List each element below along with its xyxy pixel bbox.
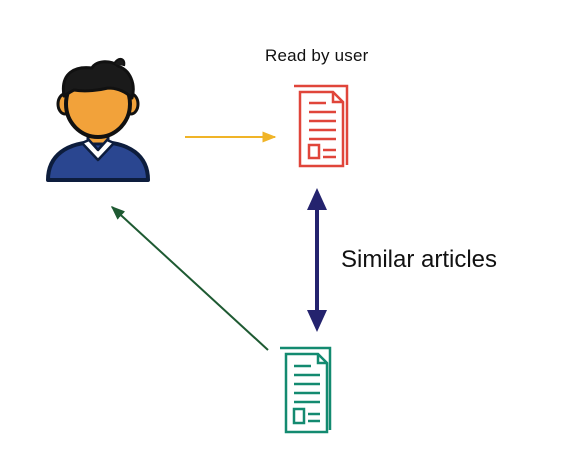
read-document-icon (294, 84, 349, 168)
similar-articles-arrow (307, 188, 327, 332)
recommendation-arrow (110, 206, 269, 351)
user-avatar-icon (46, 58, 150, 182)
similar-articles-label: Similar articles (341, 246, 498, 273)
similar-document-icon (280, 346, 332, 434)
read-by-user-label: Read by user (265, 46, 369, 65)
